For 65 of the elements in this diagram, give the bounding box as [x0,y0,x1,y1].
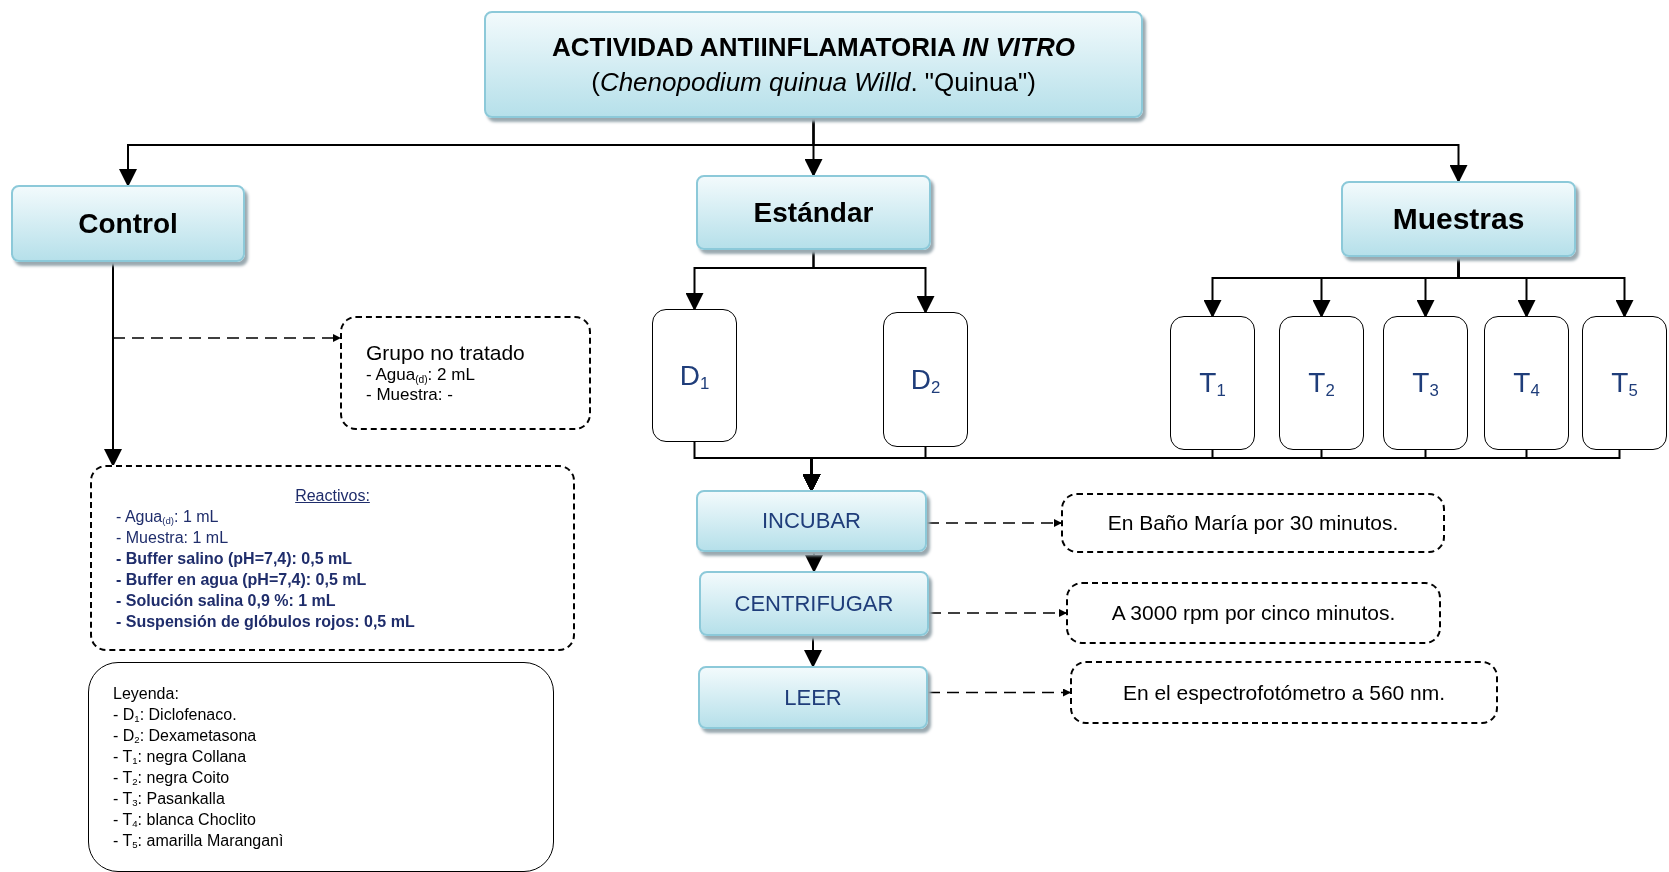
label-text: T$_{5}$ [1611,367,1638,399]
sample-tube [1484,316,1569,450]
label-text: En el espectrofotómetro a 560 nm. [1122,680,1446,705]
label-text: INCUBAR [762,508,861,534]
label-text: Muestras [1392,202,1525,236]
step-box [698,666,928,729]
label-text: A 3000 rpm por cinco minutos. [1111,601,1396,625]
reagents-box [90,465,575,651]
list-item: - D$_{1}$: Diclofenaco. [113,705,237,725]
list-item: - Suspensión de glóbulos rojos: 0,5 mL [116,611,415,632]
label-text: CENTRIFUGAR [734,590,894,617]
note-box [340,316,591,430]
list-item: - Agua$_{(d)}$: 2 mL [366,365,475,385]
sample-tube [652,309,737,442]
label-text: D$_{1}$ [679,359,710,392]
sample-tube [1279,316,1364,450]
label-text: D$_{2}$ [910,363,941,396]
label-text: LEER [784,684,842,711]
arrow [812,117,1468,183]
heading-text: Reactivos: [295,485,370,506]
list-item: - T$_{4}$: blanca Choclito [113,810,256,830]
group-box [11,185,245,262]
label-text: T$_{4}$ [1513,367,1540,399]
arrow [805,551,823,573]
label-text: T$_{2}$ [1308,367,1335,399]
step-box [699,571,929,636]
heading-text: Leyenda: [113,684,179,704]
label-text: T$_{1}$ [1199,367,1226,399]
label-text: Control [78,207,178,240]
list-item: - T$_{3}$: Pasankalla [113,789,225,809]
list-item: - Agua$_{(d)}$: 1 mL [116,506,219,527]
arrow [804,635,822,668]
list-item: - D$_{2}$: Dexametasona [113,726,257,746]
note-box [1066,582,1441,644]
step-box [696,490,927,552]
note-box [1061,493,1445,553]
subtitle-text: (Chenopodium quinua Willd. "Quinua") [591,66,1036,98]
title-box [484,11,1143,118]
list-item: - Muestra: 1 mL [116,527,229,548]
list-item: - T$_{1}$: negra Collana [113,747,247,767]
dashed-arrow [927,688,1071,697]
arrow [1457,256,1634,318]
group-box [696,175,931,250]
title-text: ACTIVIDAD ANTIINFLAMATORIA IN VITRO [552,31,1075,63]
sample-tube [883,312,968,447]
note-box [1070,661,1498,724]
legend-box [88,662,554,872]
list-item: - Muestra: - [366,385,453,405]
label-text: En Baño María por 30 minutos. [1107,511,1399,535]
arrow [104,261,122,467]
list-item: - T$_{2}$: negra Coito [113,768,230,788]
list-item: - Solución salina 0,9 %: 1 mL [116,590,336,611]
label-text: T$_{3}$ [1412,367,1439,399]
dashed-arrow [926,519,1062,527]
list-item: - Buffer en agua (pH=7,4): 0,5 mL [116,569,367,590]
list-item: - Buffer salino (pH=7,4): 0,5 mL [116,548,353,569]
label-text: Estándar [753,196,874,229]
sample-tube [1582,316,1667,450]
sample-tube [1170,316,1255,450]
arrow [812,249,935,314]
sample-tube [1383,316,1468,450]
heading-text: Grupo no tratado [366,341,525,365]
list-item: - T$_{5}$: amarilla Maranganì [113,831,284,851]
group-box [1341,181,1576,257]
dashed-arrow [928,609,1067,617]
